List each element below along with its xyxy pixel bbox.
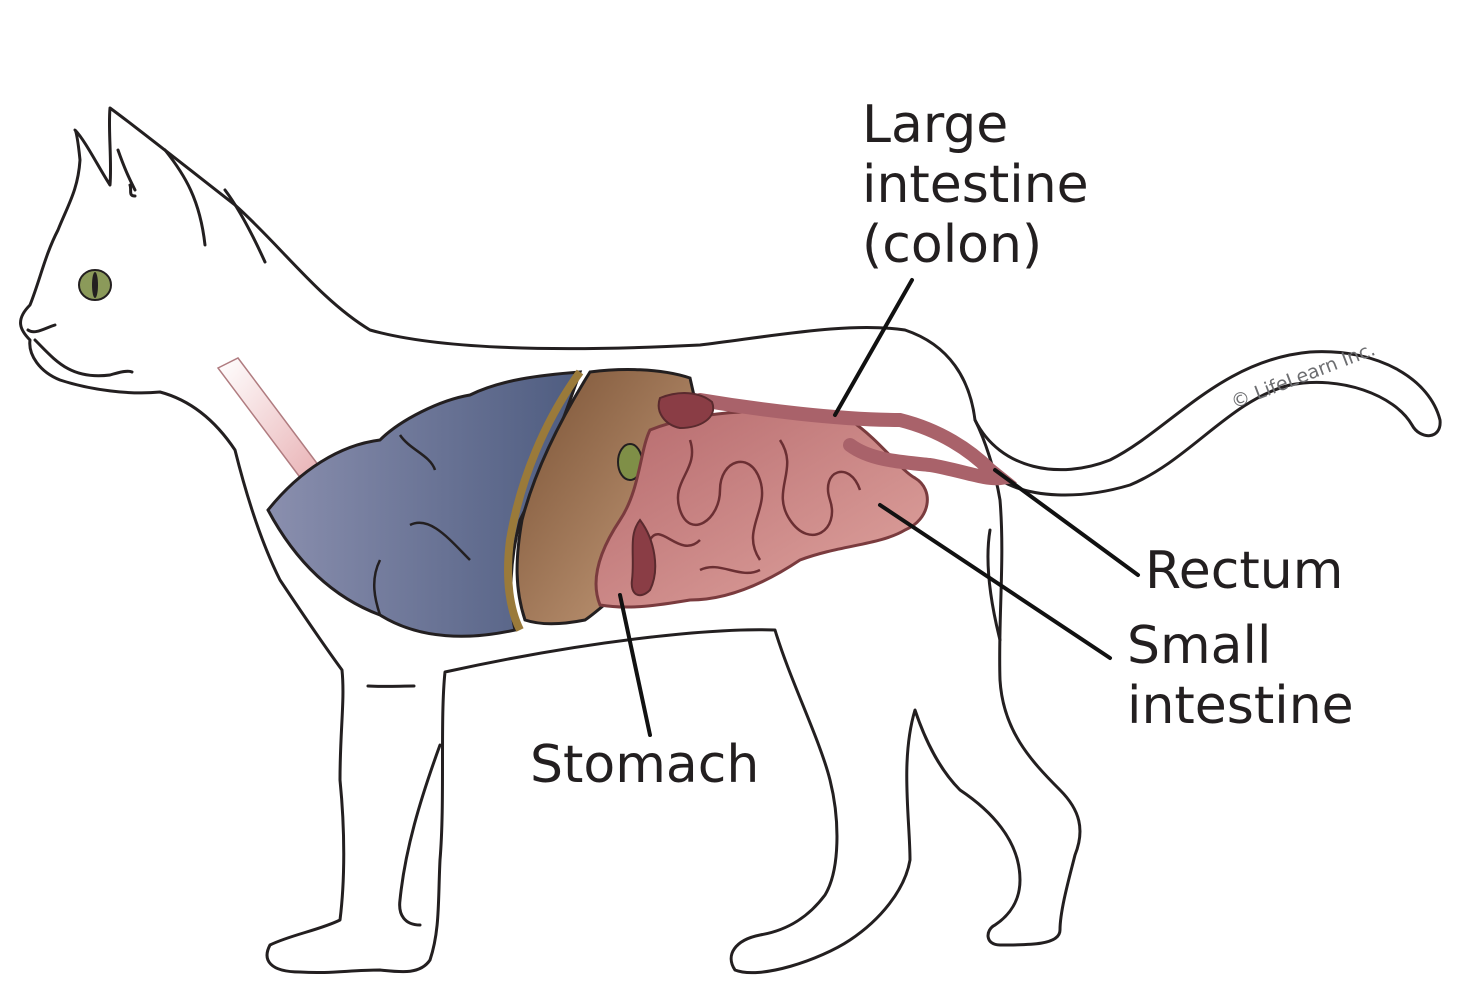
leader-large-intestine [833, 278, 914, 417]
label-large-intestine-line-3: (colon) [862, 215, 1043, 275]
leader-small-intestine [878, 503, 1112, 660]
diaphragm [504, 369, 584, 632]
back-leg-contour [986, 528, 1002, 642]
label-small-intestine-line-1: Small [1127, 616, 1272, 676]
large-intestine [693, 393, 1018, 486]
label-small-intestine: Small intestine [1127, 616, 1354, 736]
tail-outline [973, 350, 1442, 497]
label-rectum: Rectum [1145, 541, 1344, 601]
leader-rectum [993, 468, 1140, 577]
label-large-intestine-line-2: intestine [862, 155, 1089, 215]
front-leg-contour [398, 743, 442, 927]
stomach [630, 392, 715, 597]
leader-stomach [618, 593, 652, 737]
label-small-intestine-line-2: intestine [1127, 676, 1354, 736]
label-stomach: Stomach [530, 735, 760, 795]
lung-lobe-line [373, 434, 471, 616]
mouth-line [26, 323, 134, 378]
label-large-intestine: Large intestine (colon) [862, 95, 1089, 275]
head-contour [163, 148, 267, 264]
label-large-intestine-line-1: Large [862, 95, 1009, 155]
intestine-coils [648, 439, 862, 575]
esophagus [216, 357, 324, 481]
ear-detail [116, 148, 137, 198]
pupil [92, 272, 98, 298]
